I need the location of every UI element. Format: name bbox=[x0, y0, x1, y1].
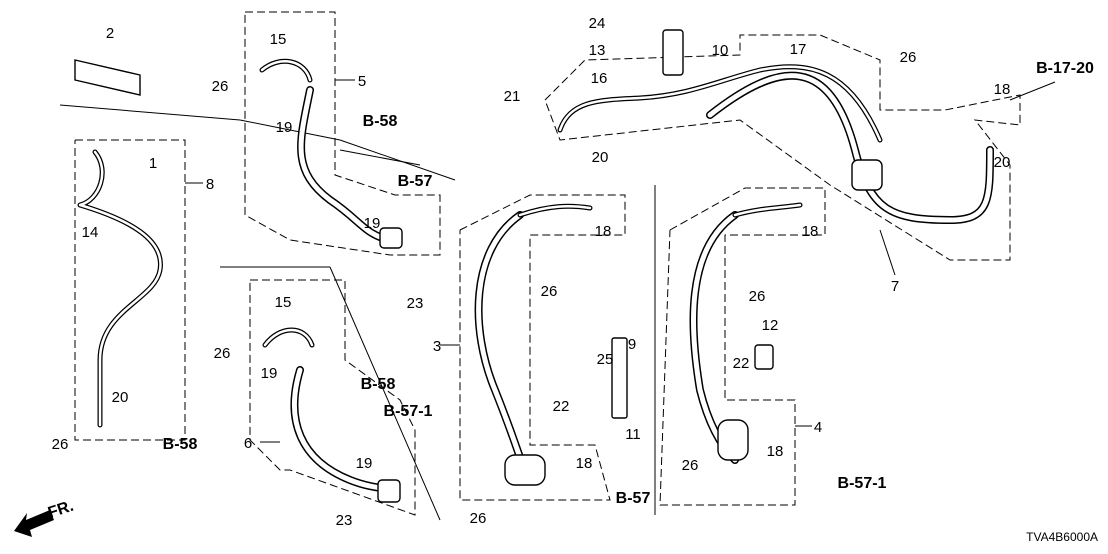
part-number-callout: 18 bbox=[595, 223, 612, 240]
part-number-callout: 19 bbox=[364, 215, 381, 232]
part-number-callout: 4 bbox=[814, 419, 822, 436]
part-number-callout: 9 bbox=[628, 336, 636, 353]
part-number-callout: 25 bbox=[597, 351, 614, 368]
part-number-callout: 6 bbox=[244, 435, 252, 452]
reference-label: B-58 bbox=[361, 376, 396, 393]
part-number-callout: 23 bbox=[407, 295, 424, 312]
reference-label: B-57 bbox=[616, 490, 651, 507]
part-number-callout: 20 bbox=[994, 154, 1011, 171]
front-label: FR. bbox=[46, 498, 76, 522]
part-number-callout: 3 bbox=[433, 338, 441, 355]
part-number-callout: 10 bbox=[712, 42, 729, 59]
part-number-callout: 26 bbox=[52, 436, 69, 453]
part-number-callout: 22 bbox=[553, 398, 570, 415]
part-number-callout: 5 bbox=[358, 73, 366, 90]
part-number-callout: 11 bbox=[625, 426, 641, 443]
front-arrow-icon bbox=[14, 510, 54, 537]
part-number-callout: 15 bbox=[275, 294, 292, 311]
part-number-callout: 26 bbox=[682, 457, 699, 474]
part-number-callout: 18 bbox=[767, 443, 784, 460]
part-number-callout: 22 bbox=[733, 355, 750, 372]
reference-label: B-17-20 bbox=[1036, 60, 1094, 77]
front-direction-indicator: FR. bbox=[14, 498, 76, 537]
part-number-callout: 26 bbox=[749, 288, 766, 305]
part-number-callout: 19 bbox=[261, 365, 278, 382]
part-number-callout: 12 bbox=[762, 317, 779, 334]
part-number-callout: 14 bbox=[82, 224, 99, 241]
part-number-callout: 26 bbox=[541, 283, 558, 300]
diagram-code: TVA4B6000A bbox=[1026, 530, 1098, 544]
part-number-callout: 18 bbox=[576, 455, 593, 472]
part-number-callout: 1 bbox=[149, 155, 157, 172]
part-number-callout: 2 bbox=[106, 25, 114, 42]
part-number-callout: 26 bbox=[900, 49, 917, 66]
part-number-callout: 24 bbox=[589, 15, 606, 32]
reference-label: B-57-1 bbox=[838, 475, 887, 492]
part-number-callout: 26 bbox=[212, 78, 229, 95]
part-number-callout: 15 bbox=[270, 31, 287, 48]
leader-lines-and-boxes bbox=[59, 11, 1056, 521]
part-number-callout: 8 bbox=[206, 176, 214, 193]
part-number-callout: 18 bbox=[802, 223, 819, 240]
part-number-callout: 26 bbox=[214, 345, 231, 362]
reference-label: B-57 bbox=[398, 173, 433, 190]
part-number-callout: 17 bbox=[790, 41, 807, 58]
part-number-callout: 7 bbox=[891, 278, 899, 295]
part-number-callout: 16 bbox=[591, 70, 608, 87]
part-number-callout: 21 bbox=[504, 88, 521, 105]
part-number-callout: 13 bbox=[589, 42, 606, 59]
part-number-callout: 20 bbox=[112, 389, 129, 406]
part-number-callout: 20 bbox=[592, 149, 609, 166]
part-number-callout: 19 bbox=[276, 119, 293, 136]
part-number-callout: 18 bbox=[994, 81, 1011, 98]
part-number-callout: 26 bbox=[470, 510, 487, 527]
hoses bbox=[74, 29, 994, 503]
part-number-callout: 19 bbox=[356, 455, 373, 472]
reference-label: B-58 bbox=[363, 113, 398, 130]
part-number-callout: 23 bbox=[336, 512, 353, 529]
reference-label: B-57-1 bbox=[384, 403, 433, 420]
reference-label: B-58 bbox=[163, 436, 198, 453]
